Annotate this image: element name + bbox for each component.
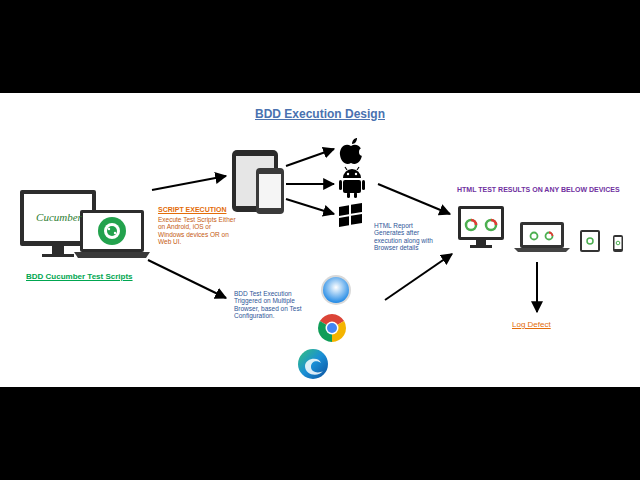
top-bar bbox=[0, 0, 640, 93]
chrome-icon bbox=[318, 314, 346, 342]
note-text: BDD Test Execution Triggered on Multiple… bbox=[234, 290, 314, 320]
arrow bbox=[286, 199, 334, 214]
ground bbox=[0, 93, 640, 387]
mobile-devices bbox=[232, 150, 284, 214]
screen-text: Cucumber bbox=[26, 211, 92, 224]
safari-icon bbox=[321, 275, 351, 305]
edge-icon bbox=[298, 349, 328, 379]
apple-icon bbox=[340, 138, 367, 164]
windows-icon bbox=[339, 203, 362, 227]
bottom-bar bbox=[0, 387, 640, 480]
arrow bbox=[378, 184, 450, 214]
result-phone bbox=[613, 235, 623, 252]
diagram-title: BDD Execution Design bbox=[0, 108, 640, 122]
script-group: CucumberBDD Cucumber Test Scripts bbox=[18, 186, 152, 286]
node-caption: BDD Cucumber Test Scripts bbox=[26, 272, 150, 281]
note-text: Execute Test Scripts Either on Android, … bbox=[158, 216, 238, 246]
node-heading: HTML TEST RESULTS ON ANY BELOW DEVICES bbox=[457, 186, 635, 194]
section-heading: SCRIPT EXECUTION bbox=[158, 206, 248, 214]
action-label: Log Defect bbox=[512, 320, 572, 329]
arrow bbox=[148, 260, 226, 298]
device-group: HTML TEST RESULTS ON ANY BELOW DEVICES bbox=[455, 186, 637, 256]
arrow bbox=[385, 254, 452, 300]
arrow bbox=[286, 183, 334, 185]
note-text: HTML Report Generates after execution al… bbox=[374, 222, 444, 252]
laptop bbox=[74, 210, 150, 258]
arrow bbox=[286, 149, 334, 166]
result-tablet bbox=[580, 230, 600, 252]
arrow bbox=[536, 262, 538, 312]
result-monitor bbox=[458, 206, 504, 248]
android-icon bbox=[339, 167, 365, 198]
result-laptop bbox=[514, 222, 570, 252]
arrow bbox=[152, 176, 226, 190]
